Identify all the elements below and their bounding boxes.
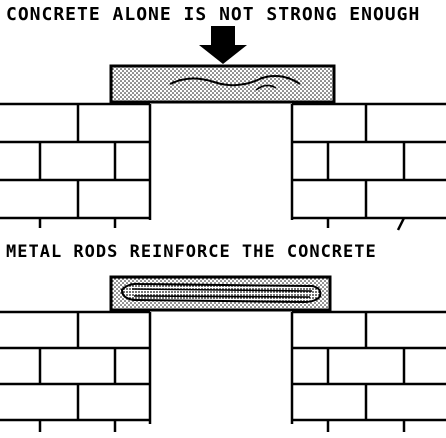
load-arrow-icon	[199, 26, 247, 64]
panel-reinforced	[0, 275, 446, 432]
brick-wall-left	[0, 102, 152, 228]
metal-rods	[120, 282, 322, 304]
brick-wall-right	[290, 102, 446, 231]
brick-wall-left-2	[0, 310, 152, 432]
panel-unreinforced	[0, 26, 446, 231]
brick-wall-right-2	[290, 310, 446, 432]
caption-reinforced: METAL RODS REINFORCE THE CONCRETE	[6, 242, 377, 262]
concrete-lintel	[109, 64, 336, 104]
caption-unreinforced: CONCRETE ALONE IS NOT STRONG ENOUGH	[6, 4, 421, 25]
reinforced-lintel	[109, 275, 332, 312]
